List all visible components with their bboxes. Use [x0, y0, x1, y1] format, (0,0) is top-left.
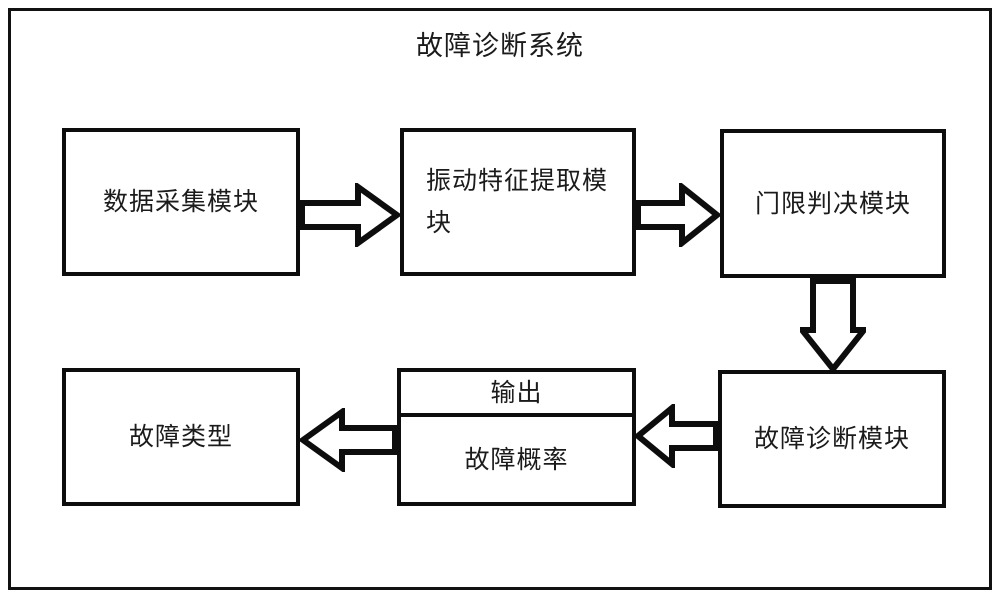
node-fault-type: 故障类型 — [62, 368, 300, 506]
node-fault-type-label: 故障类型 — [128, 422, 233, 451]
node-vibration-feature-extraction-module: 振动特征提取模块 — [400, 128, 636, 276]
arrow-right-feature-to-threshold-icon — [636, 183, 720, 247]
output-block-body: 故障概率 — [401, 417, 632, 502]
output-block-body-label: 故障概率 — [464, 444, 569, 474]
arrow-left-diagnosis-to-output-icon — [636, 404, 718, 468]
node-data-acquisition-module: 数据采集模块 — [62, 128, 300, 276]
output-block-header: 输出 — [401, 372, 632, 417]
output-block-header-label: 输出 — [490, 377, 543, 407]
node-threshold-decision-label: 门限判决模块 — [754, 188, 911, 218]
arrow-right-acquisition-to-feature-icon — [300, 183, 400, 247]
diagram-title: 故障诊断系统 — [416, 31, 584, 62]
node-vibration-feature-extraction-label: 振动特征提取模块 — [426, 166, 609, 237]
node-fault-diagnosis-label: 故障诊断模块 — [753, 424, 910, 453]
arrow-left-output-to-fault-type-icon — [300, 408, 397, 472]
arrow-down-threshold-to-diagnosis-icon — [800, 278, 866, 372]
node-data-acquisition-label: 数据采集模块 — [102, 187, 259, 216]
node-fault-diagnosis-module: 故障诊断模块 — [718, 370, 946, 508]
node-threshold-decision-module: 门限判决模块 — [720, 129, 946, 278]
node-output-block: 输出 故障概率 — [397, 368, 636, 506]
